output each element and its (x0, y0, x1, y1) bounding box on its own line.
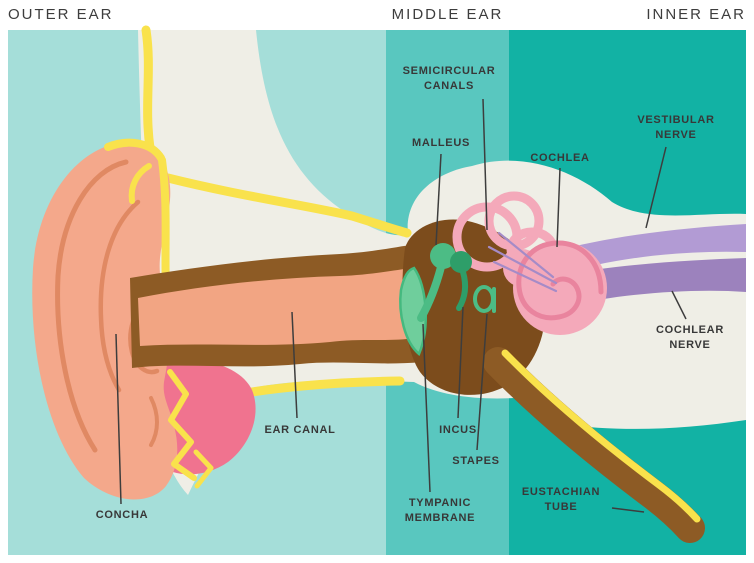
label-eustachian-tube: EUSTACHIAN TUBE (521, 486, 601, 513)
region-title-outer-ear: OUTER EAR (8, 6, 114, 23)
pinna-shape (32, 138, 214, 500)
malleus-shape (417, 243, 456, 322)
region-title-inner-ear: INNER EAR (646, 6, 746, 23)
label-semicircular-canals: SEMICIRCULAR CANALS (402, 65, 496, 92)
pinna-outline-yellow (104, 138, 214, 489)
eustachian-tube-shape (483, 347, 705, 543)
label-tympanic-membrane: TYMPANIC MEMBRANE (404, 497, 476, 524)
label-ear-canal: EAR CANAL (264, 424, 336, 436)
label-cochlear-nerve: COCHLEAR NERVE (656, 324, 724, 351)
label-malleus: MALLEUS (411, 137, 471, 149)
stapes-shape (473, 285, 496, 313)
label-vestibular-nerve: VESTIBULAR NERVE (637, 114, 715, 141)
label-incus: INCUS (439, 424, 477, 436)
vestibular-nerve-shape (552, 224, 746, 274)
label-stapes: STAPES (452, 455, 500, 467)
region-title-middle-ear: MIDDLE EAR (391, 6, 504, 23)
ear-canal-interior (138, 268, 415, 346)
label-concha: CONCHA (95, 509, 149, 521)
leader-lines (115, 98, 687, 513)
nerve-filaments (487, 231, 558, 293)
label-cochlea: COCHLEA (530, 152, 590, 164)
incus-shape (450, 251, 472, 311)
